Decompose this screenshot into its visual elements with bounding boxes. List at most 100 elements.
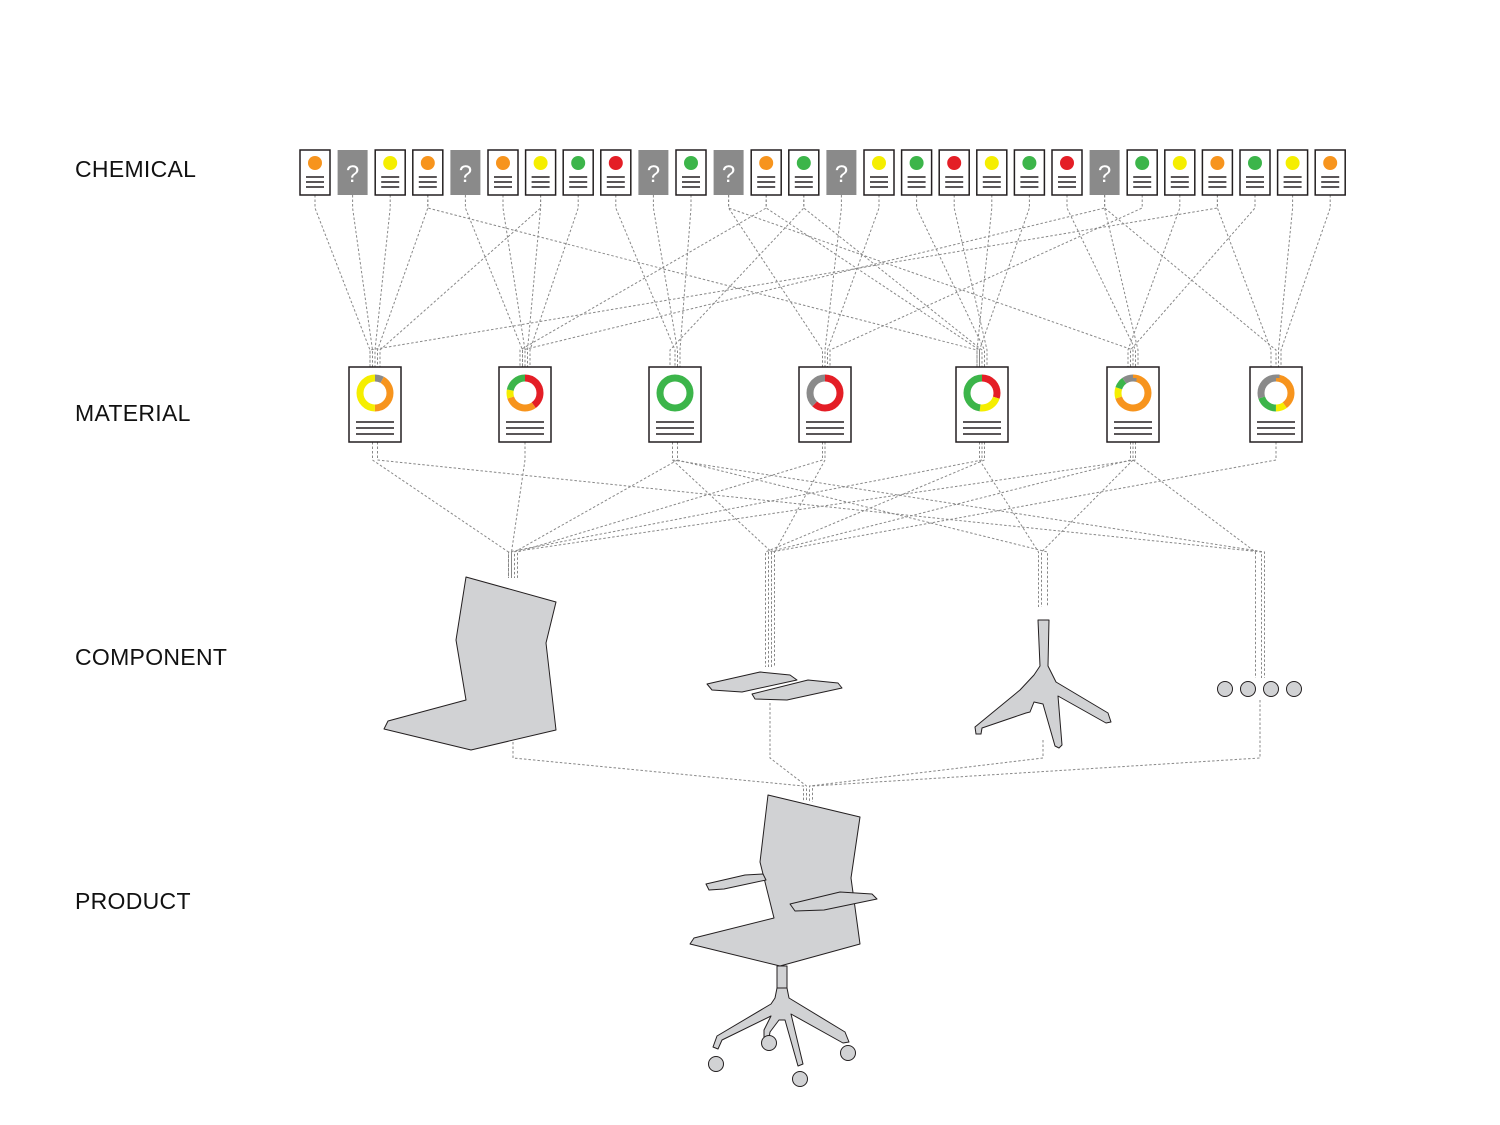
chemical-document (1164, 149, 1196, 196)
caster-component (1263, 681, 1279, 697)
chemical-document (863, 149, 895, 196)
composition-segment (1114, 374, 1152, 412)
chemical-document (750, 149, 782, 196)
chemical-material-link (529, 195, 579, 367)
chemical-tier: ?????? (299, 149, 1346, 196)
chemical-material-link (374, 195, 391, 367)
chemical-material-link (1278, 195, 1294, 367)
chemical-material-link (1104, 195, 1277, 367)
chemical-material-link (976, 195, 993, 367)
material-component-link (511, 442, 1136, 578)
base-component (974, 619, 1112, 749)
component-product-link (809, 740, 1044, 802)
composition-segment (1114, 374, 1152, 412)
chemical-material-link (1104, 195, 1139, 367)
hazard-status-dot (759, 156, 774, 170)
chemical-material-link (824, 195, 842, 367)
chemical-material-link (803, 195, 983, 367)
chemical-material-link (502, 195, 526, 367)
chemical-document (562, 149, 594, 196)
material-component-link (377, 442, 1262, 678)
composition-segment (656, 374, 694, 412)
chair-star-base (712, 987, 850, 1067)
chemical-document (299, 149, 331, 196)
tier-label-component: COMPONENT (75, 644, 228, 670)
hazard-status-dot (1285, 156, 1300, 170)
caster-component (1217, 681, 1233, 697)
composition-segment (506, 374, 544, 412)
connection-lines (314, 195, 1331, 802)
component-product-link (769, 703, 807, 802)
chemical-material-link (369, 195, 1218, 367)
hazard-status-dot (1248, 156, 1262, 170)
material-component-link (765, 442, 985, 667)
chemical-document (412, 149, 444, 196)
hazard-status-dot (308, 156, 322, 170)
chemical-material-link (615, 195, 676, 367)
chemical-document (1276, 149, 1309, 196)
chemical-document (524, 149, 557, 196)
unknown-mark: ? (346, 161, 359, 188)
material-component-link (768, 442, 1131, 667)
chemical-document (1126, 149, 1158, 196)
chair-caster (840, 1045, 856, 1061)
composition-segment (1257, 374, 1295, 412)
composition-segment (963, 374, 1001, 412)
component-tier (383, 576, 1302, 751)
material-tier (348, 366, 1303, 443)
chemical-material-link (379, 195, 542, 367)
chemical-material-link (679, 195, 692, 367)
composition-segment (356, 374, 394, 412)
chair-armrest-right (789, 891, 878, 912)
unknown-mark: ? (722, 161, 735, 188)
hazard-status-dot (1210, 156, 1225, 170)
caster-component (1286, 681, 1302, 697)
composition-segment (806, 374, 844, 412)
material-component-link (771, 442, 1277, 667)
hazard-status-dot (420, 156, 435, 170)
armrest-right-component (751, 679, 843, 701)
hazard-status-dot (1060, 156, 1074, 170)
composition-segment (356, 374, 394, 412)
chair-caster (708, 1056, 724, 1072)
chemical-document (900, 149, 933, 196)
composition-segment (506, 374, 544, 412)
unknown-mark: ? (1098, 161, 1111, 188)
hazard-status-dot (383, 156, 398, 170)
chemical-document: ? (826, 150, 857, 195)
chemical-material-link (527, 195, 542, 367)
chemical-document (374, 149, 406, 196)
hazard-status-dot (872, 156, 886, 170)
chair-gas-column (776, 965, 788, 989)
chemical-document (600, 149, 632, 196)
component-product-link (512, 733, 804, 802)
chemical-document (1239, 149, 1271, 196)
chemical-document: ? (713, 150, 744, 195)
chemical-material-link (765, 195, 980, 367)
hazard-status-dot (1172, 156, 1187, 170)
chemical-material-link (728, 195, 823, 367)
armrest-left-component (706, 671, 798, 693)
unknown-chemical-box (826, 150, 857, 195)
hazard-status-dot (1135, 156, 1150, 170)
unknown-chemical-box (450, 150, 481, 195)
chemical-material-link (1066, 195, 1136, 367)
material-document (348, 366, 402, 443)
chemical-material-link (1216, 195, 1272, 367)
chemical-material-link (1280, 195, 1331, 367)
unknown-mark: ? (835, 161, 848, 188)
chemical-document: ? (337, 150, 368, 195)
material-component-link (517, 442, 823, 578)
chemical-document (1314, 149, 1346, 196)
material-document (955, 366, 1009, 443)
hazard-status-dot (1323, 156, 1338, 170)
hazard-status-dot (909, 156, 924, 170)
material-component-link (672, 442, 1265, 678)
chemical-material-link (652, 195, 678, 367)
chair-caster (792, 1071, 808, 1087)
unknown-mark: ? (647, 161, 660, 188)
material-document (498, 366, 552, 443)
hazard-status-dot (533, 156, 548, 170)
hazard-status-dot (608, 156, 623, 170)
